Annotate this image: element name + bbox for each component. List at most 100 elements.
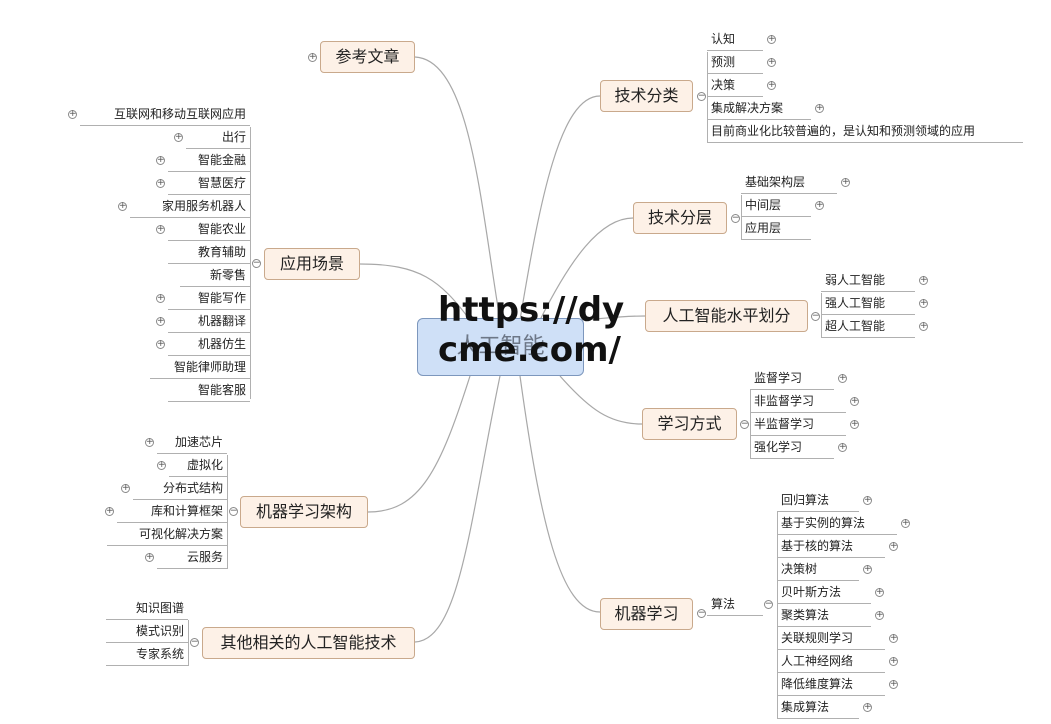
topic-learning[interactable]: 学习方式 bbox=[642, 408, 737, 440]
tech-class-item[interactable]: 集成解决方案 bbox=[707, 98, 811, 120]
learning-item[interactable]: 半监督学习 bbox=[750, 414, 846, 436]
plus-circle-icon[interactable]: + bbox=[145, 552, 154, 562]
application-item[interactable]: 智能律师助理 bbox=[150, 357, 250, 379]
application-item[interactable]: 智能农业 bbox=[168, 219, 250, 241]
plus-circle-icon[interactable]: + bbox=[919, 275, 928, 285]
other-tech-item[interactable]: 知识图谱 bbox=[106, 598, 188, 620]
application-item[interactable]: 教育辅助 bbox=[168, 242, 250, 264]
minus-circle-icon[interactable]: − bbox=[740, 419, 749, 429]
application-item[interactable]: 机器翻译 bbox=[168, 311, 250, 333]
algorithm-item[interactable]: 聚类算法 bbox=[777, 605, 871, 627]
plus-circle-icon[interactable]: + bbox=[863, 564, 872, 574]
ai-level-item[interactable]: 超人工智能 bbox=[821, 316, 915, 338]
plus-circle-icon[interactable]: + bbox=[889, 679, 898, 689]
algorithm-item[interactable]: 基于核的算法 bbox=[777, 536, 885, 558]
application-item[interactable]: 家用服务机器人 bbox=[130, 196, 250, 218]
learning-item[interactable]: 监督学习 bbox=[750, 368, 834, 390]
plus-circle-icon[interactable]: + bbox=[157, 460, 166, 470]
plus-circle-icon[interactable]: + bbox=[145, 437, 154, 447]
minus-circle-icon[interactable]: − bbox=[697, 91, 706, 101]
plus-circle-icon[interactable]: + bbox=[850, 419, 859, 429]
plus-circle-icon[interactable]: + bbox=[838, 373, 847, 383]
plus-circle-icon[interactable]: + bbox=[850, 396, 859, 406]
ml-arch-item[interactable]: 库和计算框架 bbox=[117, 501, 227, 523]
topic-reference[interactable]: 参考文章 bbox=[320, 41, 415, 73]
tech-class-item[interactable]: 目前商业化比较普遍的，是认知和预测领域的应用 bbox=[707, 121, 1023, 143]
algorithm-item[interactable]: 关联规则学习 bbox=[777, 628, 885, 650]
ml-arch-item[interactable]: 分布式结构 bbox=[133, 478, 227, 500]
plus-circle-icon[interactable]: + bbox=[863, 702, 872, 712]
application-item[interactable]: 机器仿生 bbox=[168, 334, 250, 356]
plus-circle-icon[interactable]: + bbox=[156, 316, 165, 326]
plus-circle-icon[interactable]: + bbox=[875, 587, 884, 597]
algorithm-item[interactable]: 贝叶斯方法 bbox=[777, 582, 871, 604]
plus-circle-icon[interactable]: + bbox=[919, 321, 928, 331]
application-item[interactable]: 互联网和移动互联网应用 bbox=[80, 104, 250, 126]
plus-circle-icon[interactable]: + bbox=[105, 506, 114, 516]
plus-circle-icon[interactable]: + bbox=[118, 201, 127, 211]
topic-ai-level[interactable]: 人工智能水平划分 bbox=[645, 300, 808, 332]
ml-arch-item[interactable]: 加速芯片 bbox=[157, 432, 227, 454]
tech-layer-item[interactable]: 中间层 bbox=[741, 195, 811, 217]
plus-circle-icon[interactable]: + bbox=[156, 224, 165, 234]
plus-circle-icon[interactable]: + bbox=[919, 298, 928, 308]
algorithm-item[interactable]: 决策树 bbox=[777, 559, 859, 581]
ml-algorithm-node[interactable]: 算法 bbox=[707, 594, 763, 616]
minus-circle-icon[interactable]: − bbox=[764, 599, 773, 609]
ml-arch-item[interactable]: 可视化解决方案 bbox=[107, 524, 227, 546]
plus-circle-icon[interactable]: + bbox=[841, 177, 850, 187]
minus-circle-icon[interactable]: − bbox=[252, 258, 261, 268]
learning-item[interactable]: 强化学习 bbox=[750, 437, 834, 459]
plus-circle-icon[interactable]: + bbox=[889, 633, 898, 643]
minus-circle-icon[interactable]: − bbox=[697, 608, 706, 618]
algorithm-item[interactable]: 人工神经网络 bbox=[777, 651, 885, 673]
application-item[interactable]: 出行 bbox=[186, 127, 250, 149]
minus-circle-icon[interactable]: − bbox=[811, 311, 820, 321]
plus-circle-icon[interactable]: + bbox=[156, 178, 165, 188]
tech-layer-item[interactable]: 基础架构层 bbox=[741, 172, 837, 194]
algorithm-item[interactable]: 基于实例的算法 bbox=[777, 513, 897, 535]
application-item[interactable]: 智慧医疗 bbox=[168, 173, 250, 195]
ml-arch-item[interactable]: 虚拟化 bbox=[169, 455, 227, 477]
plus-circle-icon[interactable]: + bbox=[174, 132, 183, 142]
tech-class-item[interactable]: 预测 bbox=[707, 52, 763, 74]
algorithm-item[interactable]: 回归算法 bbox=[777, 490, 859, 512]
topic-tech-layer[interactable]: 技术分层 bbox=[633, 202, 727, 234]
algorithm-item[interactable]: 集成算法 bbox=[777, 697, 859, 719]
algorithm-item[interactable]: 降低维度算法 bbox=[777, 674, 885, 696]
minus-circle-icon[interactable]: − bbox=[229, 506, 238, 516]
minus-circle-icon[interactable]: − bbox=[731, 213, 740, 223]
plus-circle-icon[interactable]: + bbox=[815, 200, 824, 210]
topic-ml[interactable]: 机器学习 bbox=[600, 598, 693, 630]
plus-circle-icon[interactable]: + bbox=[815, 103, 824, 113]
ai-level-item[interactable]: 弱人工智能 bbox=[821, 270, 915, 292]
plus-circle-icon[interactable]: + bbox=[767, 34, 776, 44]
tech-class-item[interactable]: 决策 bbox=[707, 75, 763, 97]
plus-circle-icon[interactable]: + bbox=[68, 109, 77, 119]
application-item[interactable]: 智能客服 bbox=[168, 380, 250, 402]
plus-circle-icon[interactable]: + bbox=[156, 293, 165, 303]
application-item[interactable]: 智能金融 bbox=[168, 150, 250, 172]
plus-circle-icon[interactable]: + bbox=[767, 57, 776, 67]
plus-circle-icon[interactable]: + bbox=[889, 541, 898, 551]
tech-layer-item[interactable]: 应用层 bbox=[741, 218, 811, 240]
topic-application[interactable]: 应用场景 bbox=[264, 248, 360, 280]
plus-circle-icon[interactable]: + bbox=[901, 518, 910, 528]
plus-circle-icon[interactable]: + bbox=[121, 483, 130, 493]
learning-item[interactable]: 非监督学习 bbox=[750, 391, 846, 413]
plus-circle-icon[interactable]: + bbox=[863, 495, 872, 505]
plus-circle-icon[interactable]: + bbox=[308, 52, 317, 62]
minus-circle-icon[interactable]: − bbox=[190, 637, 199, 647]
central-topic[interactable]: 人工智能 bbox=[417, 318, 584, 376]
topic-tech-class[interactable]: 技术分类 bbox=[600, 80, 693, 112]
ml-arch-item[interactable]: 云服务 bbox=[157, 547, 227, 569]
application-item[interactable]: 智能写作 bbox=[168, 288, 250, 310]
application-item[interactable]: 新零售 bbox=[180, 265, 250, 287]
ai-level-item[interactable]: 强人工智能 bbox=[821, 293, 915, 315]
plus-circle-icon[interactable]: + bbox=[767, 80, 776, 90]
plus-circle-icon[interactable]: + bbox=[838, 442, 847, 452]
topic-ml-architecture[interactable]: 机器学习架构 bbox=[240, 496, 368, 528]
tech-class-item[interactable]: 认知 bbox=[707, 29, 763, 51]
plus-circle-icon[interactable]: + bbox=[875, 610, 884, 620]
topic-other-tech[interactable]: 其他相关的人工智能技术 bbox=[202, 627, 415, 659]
